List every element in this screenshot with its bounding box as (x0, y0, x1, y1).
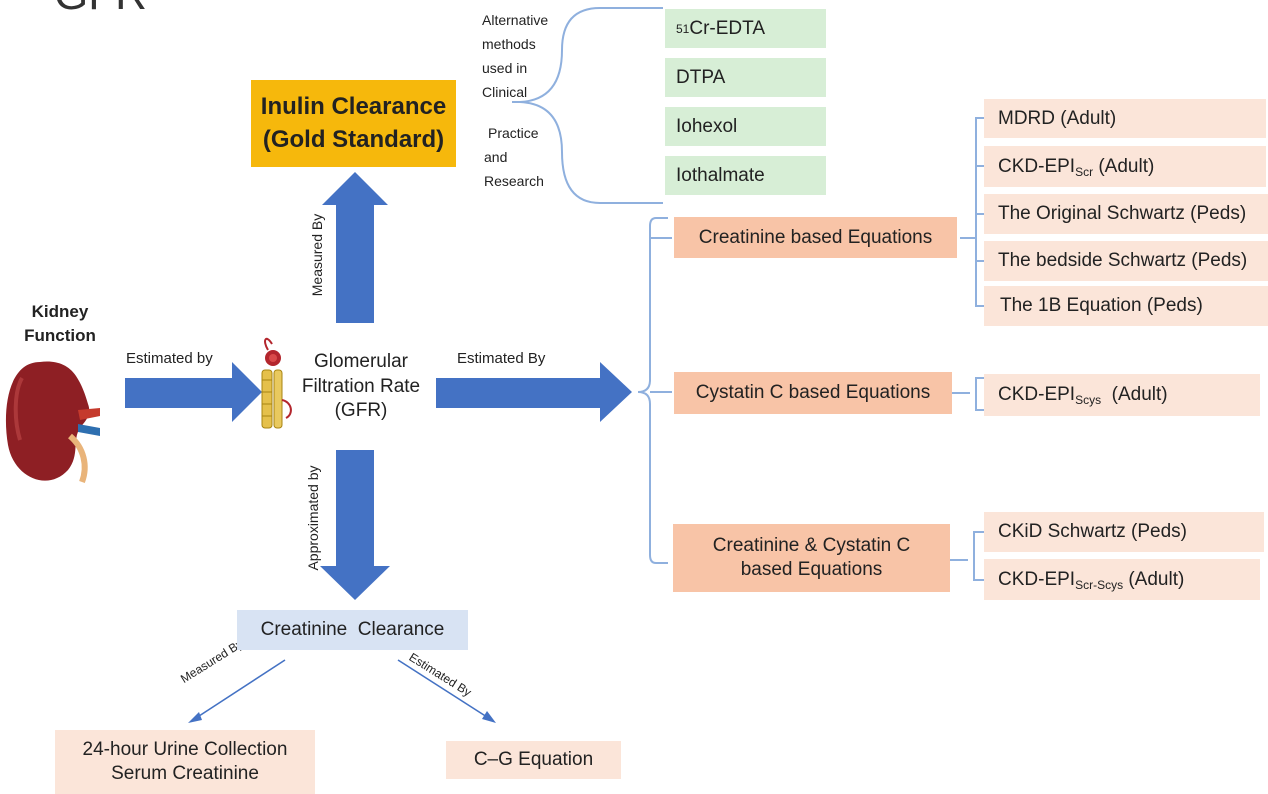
cr-edta-text: Cr-EDTA (689, 17, 765, 39)
kidney-icon (5, 361, 100, 484)
mdrd-label: MDRD (Adult) (998, 107, 1117, 129)
iothalmate-box: Iothalmate (665, 156, 826, 195)
iothalmate-text: Iothalmate (676, 164, 765, 186)
ckd-epi-both-sub: Scr-Scys (1075, 577, 1124, 592)
kidney-function-title: Kidney Function (8, 300, 112, 348)
arrowhead-estimated-small (482, 711, 496, 723)
dtpa-text: DTPA (676, 66, 726, 88)
cystatin-equations-label: Cystatin C based Equations (695, 382, 931, 404)
ckd-epi-both-box: CKD-EPIScr-Scys (Adult) (984, 559, 1260, 600)
urine-collection-box: 24-hour Urine Collection Serum Creatinin… (55, 730, 315, 794)
arrow-measured-by-small (195, 659, 286, 719)
ckd-epi-scr-main: CKD-EPI (998, 155, 1076, 177)
ckd-epi-scr-box: CKD-EPIScr (Adult) (984, 146, 1266, 187)
cg-equation-box: C–G Equation (446, 741, 621, 779)
ckd-epi-scr-suffix: (Adult) (1093, 155, 1155, 177)
combined-line2: based Equations (740, 559, 883, 580)
ckd-epi-scr-sub: Scr (1075, 164, 1094, 179)
combined-equations-box: Creatinine & Cystatin C based Equations (673, 524, 950, 592)
arrow-approximated-by (320, 450, 390, 600)
bedside-schwartz-box: The bedside Schwartz (Peds) (984, 241, 1268, 281)
eq-1b-label: The 1B Equation (Peds) (1000, 295, 1203, 317)
inulin-clearance-box: Inulin Clearance (Gold Standard) (251, 80, 456, 167)
gfr-line3: (GFR) (334, 400, 388, 422)
arrow-estimated-by-right (436, 362, 632, 422)
ckd-epi-both-suffix: (Adult) (1123, 568, 1185, 590)
creatinine-equations-box: Creatinine based Equations (674, 217, 957, 258)
ckd-epi-scys-main: CKD-EPI (998, 384, 1076, 406)
urine-line2: Serum Creatinine (111, 763, 259, 784)
bedside-schwartz-label: The bedside Schwartz (Peds) (998, 250, 1248, 272)
dtpa-box: DTPA (665, 58, 826, 97)
cg-equation-label: C–G Equation (473, 749, 594, 771)
combined-line1: Creatinine & Cystatin C (712, 535, 911, 557)
inulin-line2: (Gold Standard) (262, 125, 445, 153)
original-schwartz-label: The Original Schwartz (Peds) (998, 203, 1247, 225)
ckd-epi-both-main: CKD-EPI (998, 568, 1076, 590)
arrowhead-measured-small (188, 712, 202, 723)
ckd-epi-both-label: CKD-EPIScr-Scys (Adult) (998, 568, 1184, 592)
measured-by-label: Measured By (309, 213, 325, 297)
original-schwartz-box: The Original Schwartz (Peds) (984, 194, 1268, 234)
arrow-estimated-by-left (125, 362, 262, 422)
mdrd-box: MDRD (Adult) (984, 99, 1266, 138)
creatinine-clearance-label: Creatinine Clearance (260, 619, 445, 641)
ckd-epi-scys-suffix: (Adult) (1101, 384, 1168, 406)
alt-note-line2: methods (482, 36, 536, 53)
combined-equations-bracket (950, 531, 984, 581)
equations-bracket (637, 217, 672, 564)
gfr-label: Glomerular Filtration Rate (GFR) (286, 350, 436, 424)
alternative-methods-note-2: Practice and Research (484, 121, 544, 193)
estimated-by-right-label: Estimated By (457, 350, 546, 367)
nephron-icon (261, 337, 292, 429)
ckd-epi-scys-label: CKD-EPIScys (Adult) (998, 383, 1168, 407)
alt-note-line3: used in (482, 60, 528, 77)
ckid-schwartz-label: CKiD Schwartz (Peds) (998, 521, 1187, 543)
eq-1b-box: The 1B Equation (Peds) (984, 286, 1268, 326)
gfr-line1: Glomerular (314, 351, 408, 372)
alt-note-line6: and (484, 149, 508, 166)
alternative-methods-note: Alternative methods used in Clinical (482, 8, 548, 104)
alt-note-line4: Clinical (482, 84, 528, 101)
estimated-by-left-label: Estimated by (126, 350, 213, 367)
arrow-measured-by (322, 172, 388, 323)
alternative-methods-brace (512, 7, 663, 204)
creatinine-equations-bracket (960, 117, 984, 307)
kidney-title-line2: Function (24, 325, 96, 345)
arrow-estimated-by-small (397, 659, 488, 718)
creatinine-clearance-box: Creatinine Clearance (237, 610, 468, 650)
iohexol-box: Iohexol (665, 107, 826, 146)
header-fragment: GFR (54, 0, 147, 20)
ckd-epi-scys-box: CKD-EPIScys (Adult) (984, 374, 1260, 416)
approximated-by-label: Approximated by (305, 465, 321, 571)
creatinine-equations-label: Creatinine based Equations (698, 226, 933, 248)
alt-note-line5: Practice (488, 125, 539, 141)
kidney-title-line1: Kidney (31, 302, 89, 321)
ckd-epi-scys-sub: Scys (1075, 393, 1102, 408)
cystatin-equations-bracket (952, 377, 984, 411)
ckid-schwartz-box: CKiD Schwartz (Peds) (984, 512, 1264, 552)
inulin-line1: Inulin Clearance (260, 93, 447, 121)
alt-note-line1: Alternative (482, 12, 549, 28)
alt-note-line7: Research (484, 173, 544, 190)
cystatin-equations-box: Cystatin C based Equations (674, 372, 952, 414)
ckd-epi-scr-label: CKD-EPIScr (Adult) (998, 155, 1154, 179)
urine-line1: 24-hour Urine Collection (82, 739, 288, 761)
iohexol-text: Iohexol (676, 115, 738, 137)
gfr-line2: Filtration Rate (301, 375, 421, 397)
